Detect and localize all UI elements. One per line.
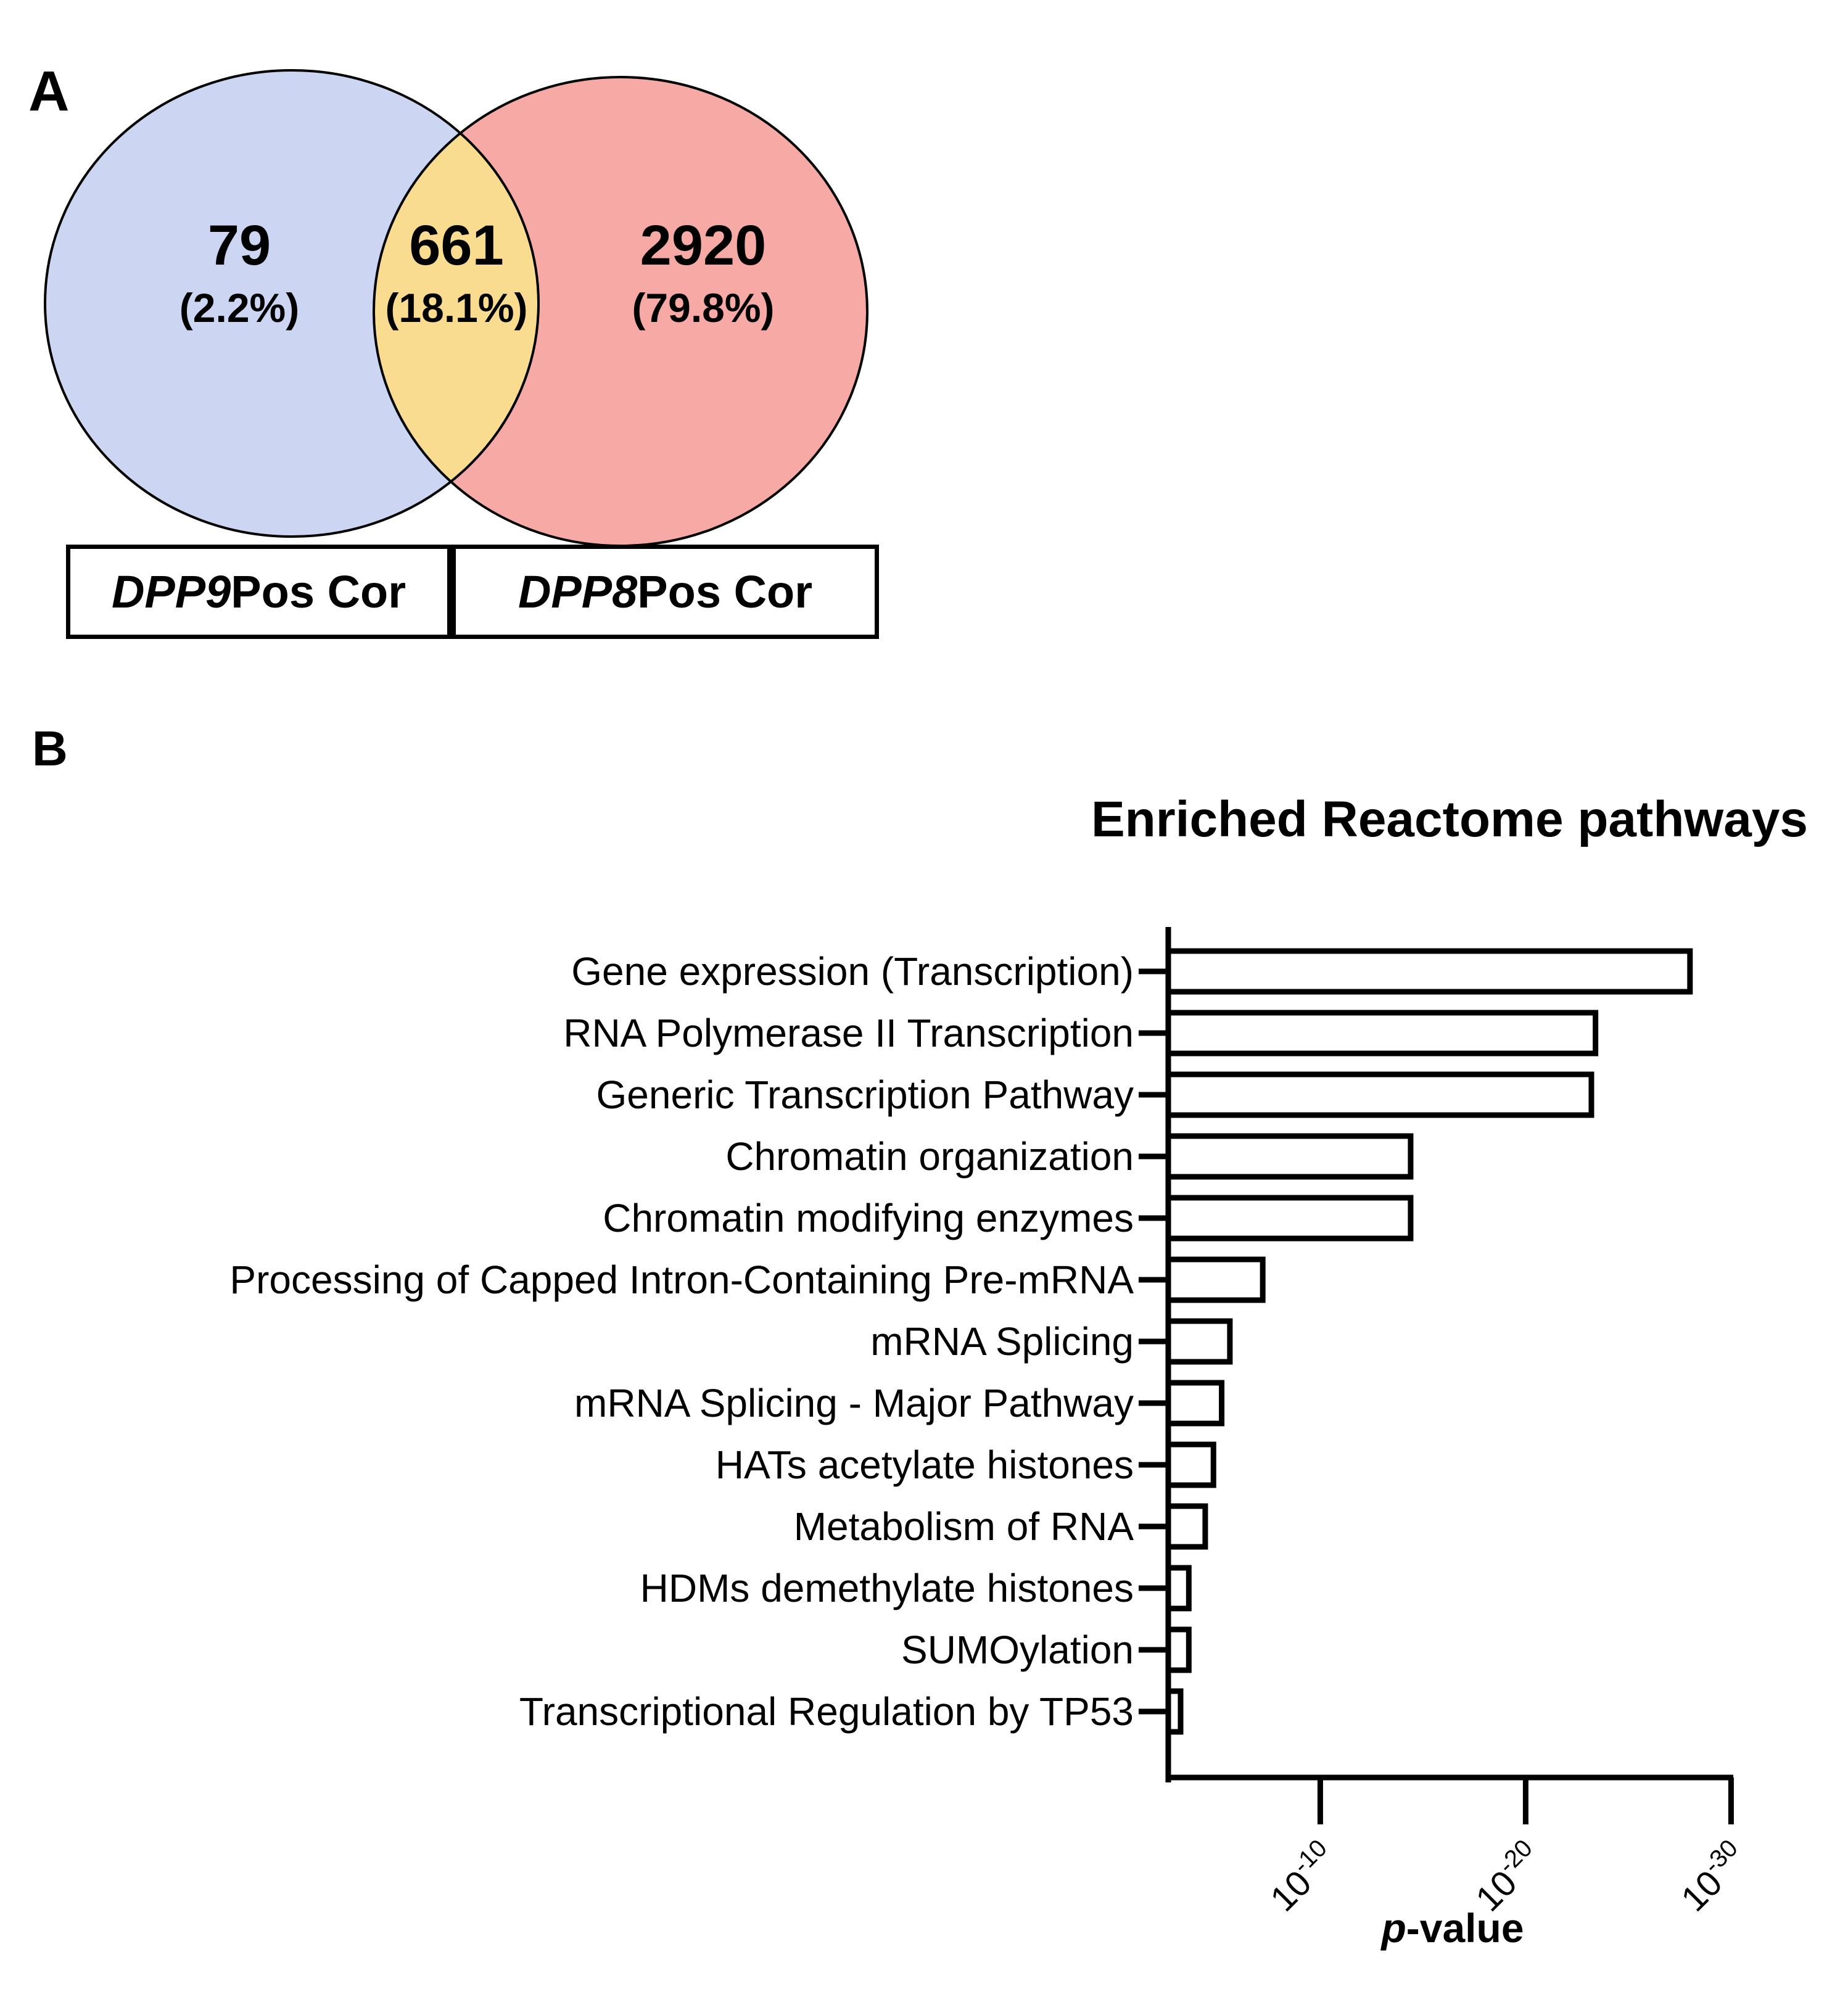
bar bbox=[1165, 1071, 1594, 1118]
panel-a-label: A bbox=[28, 60, 70, 123]
bar bbox=[1165, 1010, 1599, 1057]
pathway-bar-chart: Gene expression (Transcription) RNA Polym… bbox=[229, 927, 1755, 1919]
category-label: Metabolism of RNA bbox=[794, 1504, 1134, 1549]
bar bbox=[1165, 1688, 1184, 1735]
venn-left-outline bbox=[44, 69, 540, 538]
category-label: Transcriptional Regulation by TP53 bbox=[519, 1689, 1134, 1734]
chart-title: Enriched Reactome pathways bbox=[1091, 791, 1809, 847]
venn-left-set-rest: Pos Cor bbox=[231, 566, 406, 617]
category-label: Chromatin organization bbox=[725, 1134, 1134, 1179]
venn-left-percent: (2.2%) bbox=[179, 285, 300, 331]
bar bbox=[1165, 1380, 1225, 1427]
venn-left-set-label-box: DPP9 Pos Cor bbox=[66, 545, 452, 639]
venn-right-set-label-box: DPP8 Pos Cor bbox=[452, 545, 879, 639]
x-axis-label-value: -value bbox=[1406, 1905, 1524, 1951]
bar bbox=[1165, 1195, 1414, 1242]
category-label: RNA Polymerase II Transcription bbox=[563, 1011, 1134, 1055]
bar bbox=[1165, 948, 1693, 995]
category-label: mRNA Splicing - Major Pathway bbox=[574, 1381, 1134, 1425]
category-label: SUMOylation bbox=[901, 1628, 1134, 1672]
panel-b-label: B bbox=[32, 721, 68, 776]
bar bbox=[1165, 1626, 1192, 1673]
venn-overlap-percent: (18.1%) bbox=[385, 285, 528, 331]
category-label: Chromatin modifying enzymes bbox=[603, 1196, 1134, 1240]
bar bbox=[1165, 1441, 1216, 1488]
venn-diagram bbox=[44, 69, 868, 547]
bar bbox=[1165, 1256, 1266, 1303]
category-label: HATs acetylate histones bbox=[716, 1443, 1134, 1487]
x-axis-label: p-value bbox=[1268, 1905, 1638, 1951]
venn-right-percent: (79.8%) bbox=[632, 285, 775, 331]
bar bbox=[1165, 1565, 1192, 1612]
x-tick-label: 10-30 bbox=[1670, 1834, 1755, 1919]
bar bbox=[1165, 1318, 1233, 1365]
venn-overlap-count: 661 bbox=[409, 214, 504, 277]
venn-left-count: 79 bbox=[207, 214, 271, 277]
venn-right-set-rest: Pos Cor bbox=[637, 566, 813, 617]
venn-left-set-gene: DPP9 bbox=[111, 566, 231, 617]
bar bbox=[1165, 1503, 1208, 1550]
bar bbox=[1165, 1133, 1414, 1180]
venn-right-set-gene: DPP8 bbox=[518, 566, 638, 617]
category-label: Gene expression (Transcription) bbox=[571, 949, 1134, 994]
category-label: Processing of Capped Intron-Containing P… bbox=[229, 1258, 1134, 1302]
venn-overlap-region bbox=[374, 77, 538, 537]
category-label: mRNA Splicing bbox=[870, 1319, 1134, 1364]
venn-right-count: 2920 bbox=[640, 214, 767, 277]
category-label: Generic Transcription Pathway bbox=[596, 1073, 1134, 1117]
category-label: HDMs demethylate histones bbox=[640, 1566, 1134, 1610]
x-axis-label-p: p bbox=[1381, 1905, 1406, 1951]
